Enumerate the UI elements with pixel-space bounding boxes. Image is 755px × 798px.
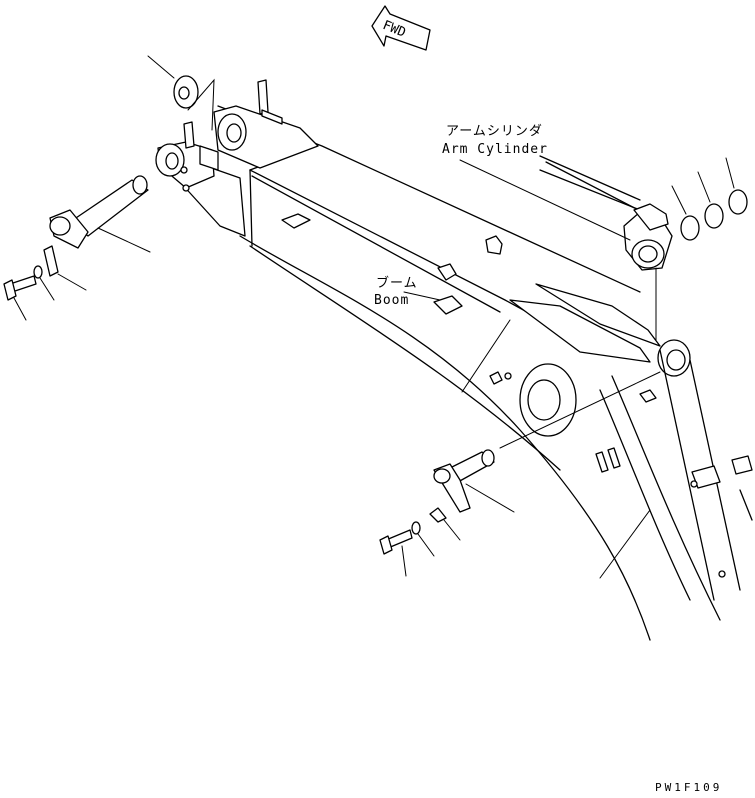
boom-foot-bolt-set [3, 245, 87, 321]
boom-foot-pin [49, 175, 151, 253]
fwd-arrow-icon [371, 5, 431, 51]
boom-washer [147, 55, 215, 131]
arm-cylinder-washers [671, 157, 748, 241]
arm-foot-pin [433, 371, 661, 513]
boom-side-lugs [489, 371, 657, 473]
boom-body [159, 105, 651, 641]
arm-cylinder-label-jp: アームシリンダ [446, 124, 543, 139]
label-leader-lines [403, 159, 631, 301]
arm-bracket [509, 283, 753, 621]
boom-label-en: Boom [374, 293, 410, 308]
boom-lugs [281, 213, 503, 315]
arm-foot-bolt-set [379, 507, 461, 577]
arm-cylinder [539, 155, 673, 341]
arm-cylinder-label-en: Arm Cylinder [442, 142, 548, 157]
drawing-code: PW1F109 [655, 781, 723, 794]
boom-foot-bracket [155, 79, 319, 192]
boom-label-jp: ブーム [376, 276, 418, 291]
